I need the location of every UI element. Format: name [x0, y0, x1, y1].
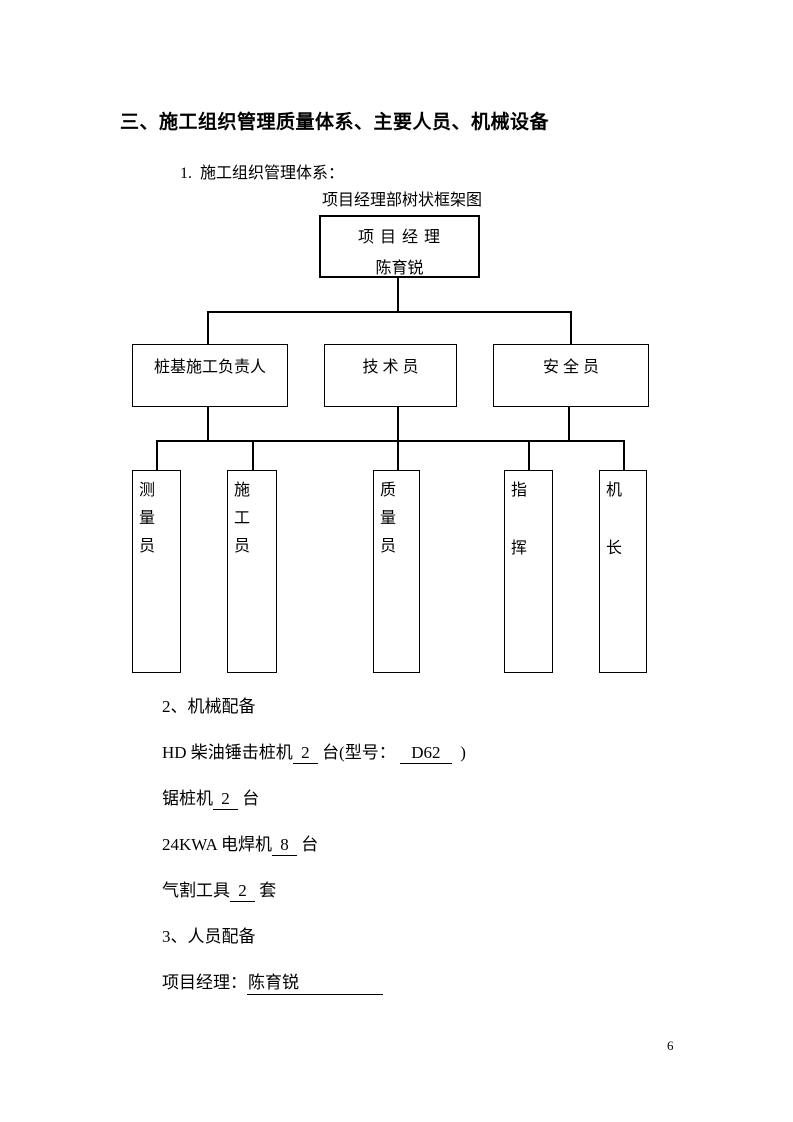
page-number: 6 [667, 1038, 674, 1053]
connector-line [156, 440, 624, 442]
connector-line [207, 311, 572, 313]
org-box-char: 机 [606, 482, 623, 499]
org-box-title: 项 目 经 理 [357, 229, 441, 246]
org-box-quality-officer: 质 量 员 [373, 470, 420, 673]
machine-text: 台(型号： [317, 743, 400, 762]
project-manager-line: 项目经理：陈育锐 [162, 971, 383, 995]
org-box-person-name: 陈育锐 [375, 260, 424, 277]
connector-line [207, 407, 209, 440]
machine-text: HD 柴油锤击桩机 [162, 743, 293, 762]
org-box-char: 挥 [511, 540, 528, 557]
org-box-pile-construction-lead: 桩基施工负责人 [132, 344, 288, 407]
machine-text: 台 [297, 835, 319, 854]
connector-line [397, 407, 399, 470]
machine-text: 24KWA 电焊机 [162, 835, 273, 854]
org-box-technician: 技 术 员 [324, 344, 457, 407]
project-manager-label: 项目经理： [162, 973, 247, 992]
machine-model-underlined: D62 [399, 743, 452, 764]
machine-text: ) [451, 743, 466, 762]
org-box-constructor: 施 工 员 [227, 470, 277, 673]
machine-line-pile-driver: HD 柴油锤击桩机 2 台(型号： D62 ) [162, 741, 466, 765]
org-box-char: 量 [139, 510, 156, 527]
org-box-surveyor: 测 量 员 [132, 470, 181, 673]
org-box-char: 员 [234, 538, 251, 555]
org-box-char: 量 [380, 510, 397, 527]
machine-quantity-underlined: 2 [213, 789, 238, 810]
machine-line-welder: 24KWA 电焊机 8 台 [162, 833, 318, 857]
connector-line [156, 440, 158, 470]
org-box-char: 工 [234, 510, 251, 527]
org-box-char: 员 [380, 538, 397, 555]
section-heading: 三、施工组织管理质量体系、主要人员、机械设备 [120, 112, 550, 133]
org-box-commander: 指 挥 [504, 470, 553, 673]
org-box-safety-officer: 安 全 员 [493, 344, 649, 407]
subsection-3-label: 3、人员配备 [162, 927, 256, 946]
machine-text: 台 [238, 789, 260, 808]
org-box-char: 长 [606, 540, 623, 557]
org-box-title: 桩基施工负责人 [153, 359, 266, 376]
machine-line-pile-saw: 锯桩机 2 台 [162, 787, 259, 811]
machine-quantity-underlined: 2 [230, 881, 255, 902]
org-box-char: 员 [139, 538, 156, 555]
org-box-project-manager: 项 目 经 理 陈育锐 [319, 215, 480, 278]
subsection-1-label: 1. 施工组织管理体系： [180, 165, 345, 182]
machine-quantity-underlined: 8 [272, 835, 298, 856]
org-box-char: 测 [139, 482, 156, 499]
connector-line [397, 278, 399, 311]
machine-quantity-underlined: 2 [292, 743, 318, 764]
project-manager-name-underlined: 陈育锐 [247, 973, 383, 995]
org-box-char: 指 [511, 482, 528, 499]
connector-line [207, 311, 209, 344]
connector-line [568, 407, 570, 440]
machine-text: 套 [255, 881, 277, 900]
connector-line [570, 311, 572, 344]
machine-text: 锯桩机 [162, 789, 213, 808]
org-box-char: 质 [380, 482, 397, 499]
org-box-title: 技 术 员 [362, 359, 419, 376]
org-box-title: 安 全 员 [542, 359, 599, 376]
machine-text: 气割工具 [162, 881, 230, 900]
subsection-2-label: 2、机械配备 [162, 697, 256, 716]
connector-line [252, 440, 254, 470]
connector-line [623, 440, 625, 470]
machine-line-gas-cutting-tools: 气割工具 2 套 [162, 879, 276, 903]
org-chart-title: 项目经理部树状框架图 [322, 192, 483, 209]
connector-line [528, 440, 530, 470]
org-box-char: 施 [234, 482, 251, 499]
org-box-machine-captain: 机 长 [599, 470, 647, 673]
